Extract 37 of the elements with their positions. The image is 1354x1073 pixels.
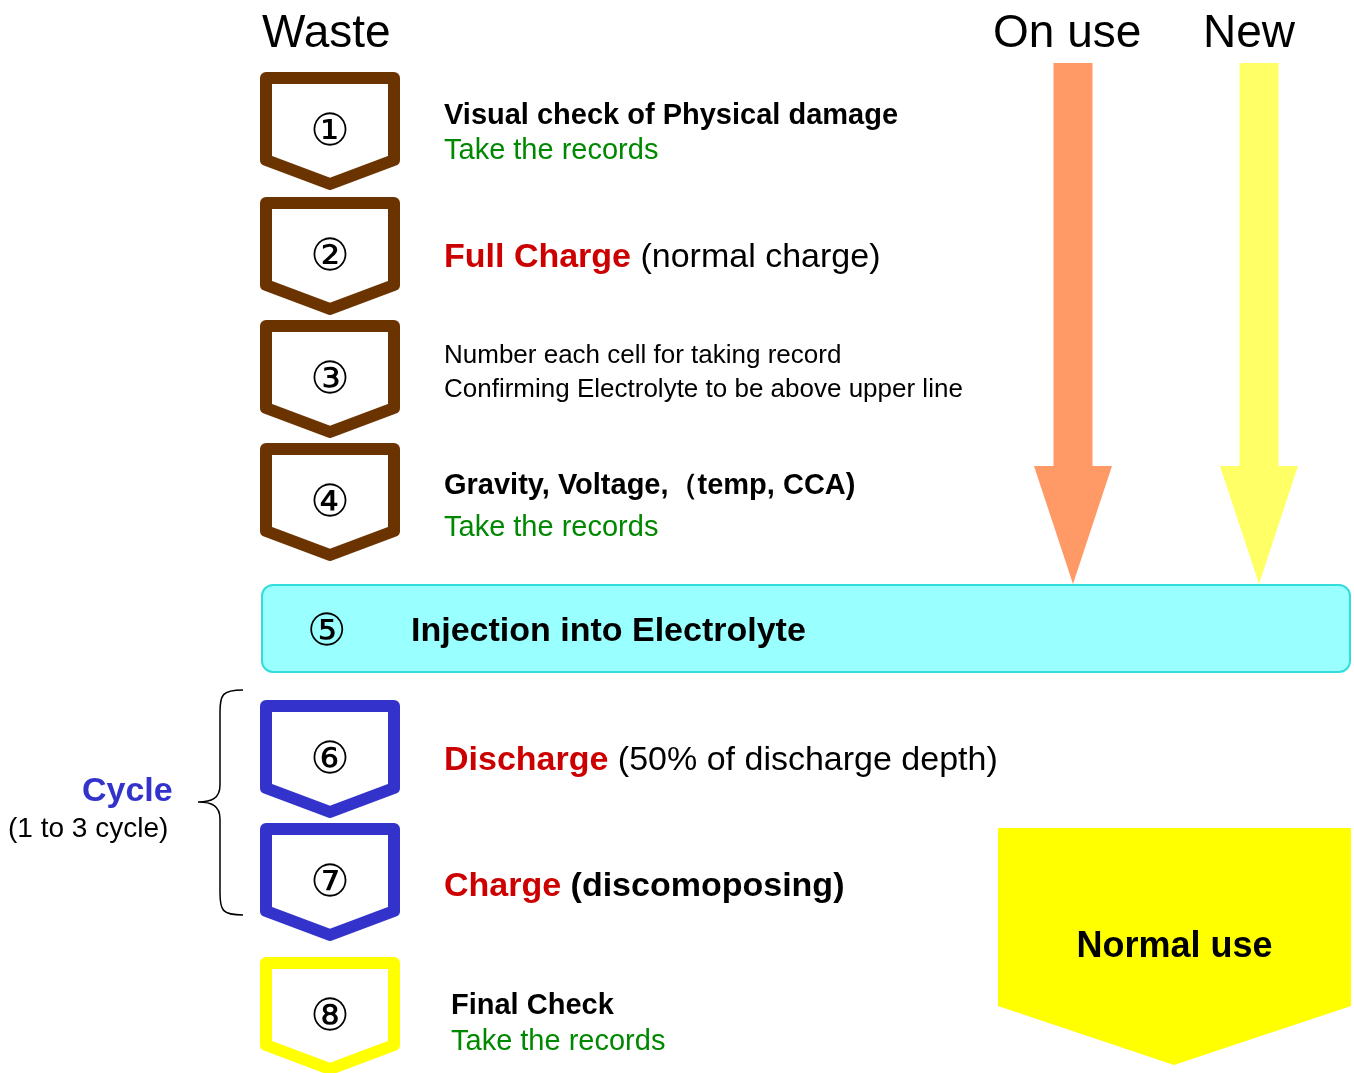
column-heading: On use: [993, 5, 1142, 58]
step-badge: [260, 823, 400, 941]
cycle-label: Cycle: [82, 770, 173, 810]
step-badge: [260, 72, 400, 190]
step-description: Visual check of Physical damage: [444, 98, 899, 132]
step-description: Confirming Electrolyte to be above upper line: [444, 374, 963, 404]
process-band: [261, 584, 1351, 673]
record-note: Take the records: [451, 1024, 666, 1058]
block-arrow: [1034, 63, 1112, 584]
step-description: Discharge (50% of discharge depth): [444, 739, 998, 779]
cycle-count-note: (1 to 3 cycle): [8, 812, 169, 845]
step-number: ⑥: [309, 736, 351, 780]
step-number: ③: [309, 356, 351, 400]
record-note: Take the records: [444, 510, 659, 544]
step-number: ⑧: [309, 993, 351, 1037]
step-number: ⑦: [309, 859, 351, 903]
step-badge: [260, 320, 400, 438]
block-arrow: [1220, 63, 1298, 584]
step-badge: [260, 443, 400, 561]
step-description: Gravity, Voltage,（temp, CCA): [444, 468, 856, 502]
step-badge: [260, 957, 400, 1073]
step-badge: [260, 700, 400, 818]
record-note: Take the records: [444, 133, 659, 167]
step-description: Injection into Electrolyte: [411, 610, 806, 650]
step-description: Full Charge (normal charge): [444, 236, 881, 276]
column-heading: New: [1203, 5, 1296, 58]
step-description: Number each cell for taking record: [444, 340, 842, 370]
step-description: Final Check: [451, 988, 614, 1022]
step-number: ①: [309, 108, 351, 152]
step-number: ④: [309, 479, 351, 523]
step-number: ⑤: [307, 608, 347, 652]
down-arrow-block: [998, 828, 1351, 1065]
step-description: Charge (discomoposing): [444, 865, 845, 905]
block-label: Normal use: [1075, 924, 1274, 966]
step-badge: [260, 197, 400, 315]
column-heading: Waste: [262, 5, 391, 58]
step-number: ②: [309, 233, 351, 277]
